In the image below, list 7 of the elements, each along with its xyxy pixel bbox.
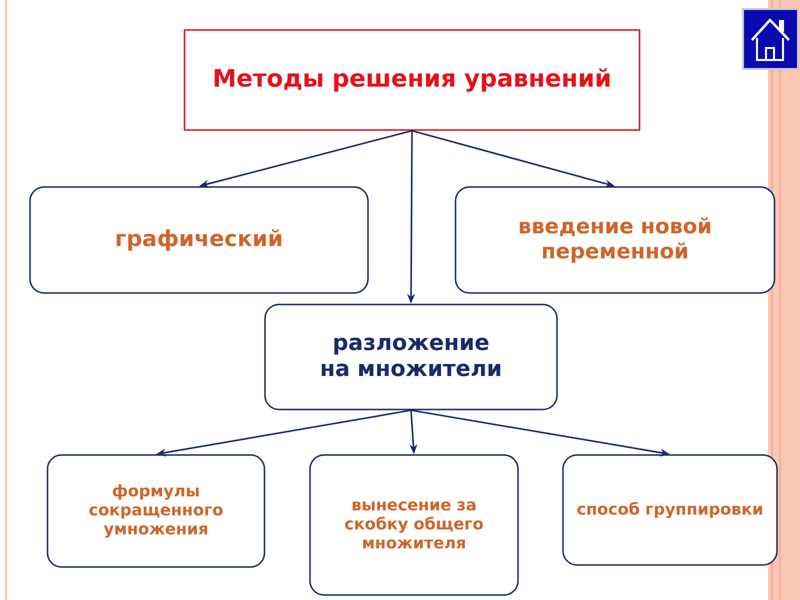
method-box: графический <box>29 186 369 294</box>
submethod-box: способ группировки <box>562 454 778 566</box>
submethod-box: вынесение за скобку общего множителя <box>309 454 519 596</box>
submethod-box: формулы сокращенного умножения <box>46 454 266 568</box>
method-box: разложение на множители <box>264 304 558 410</box>
title-box: Методы решения уравнений <box>184 29 640 131</box>
method-box: введение новой переменной <box>454 186 776 294</box>
